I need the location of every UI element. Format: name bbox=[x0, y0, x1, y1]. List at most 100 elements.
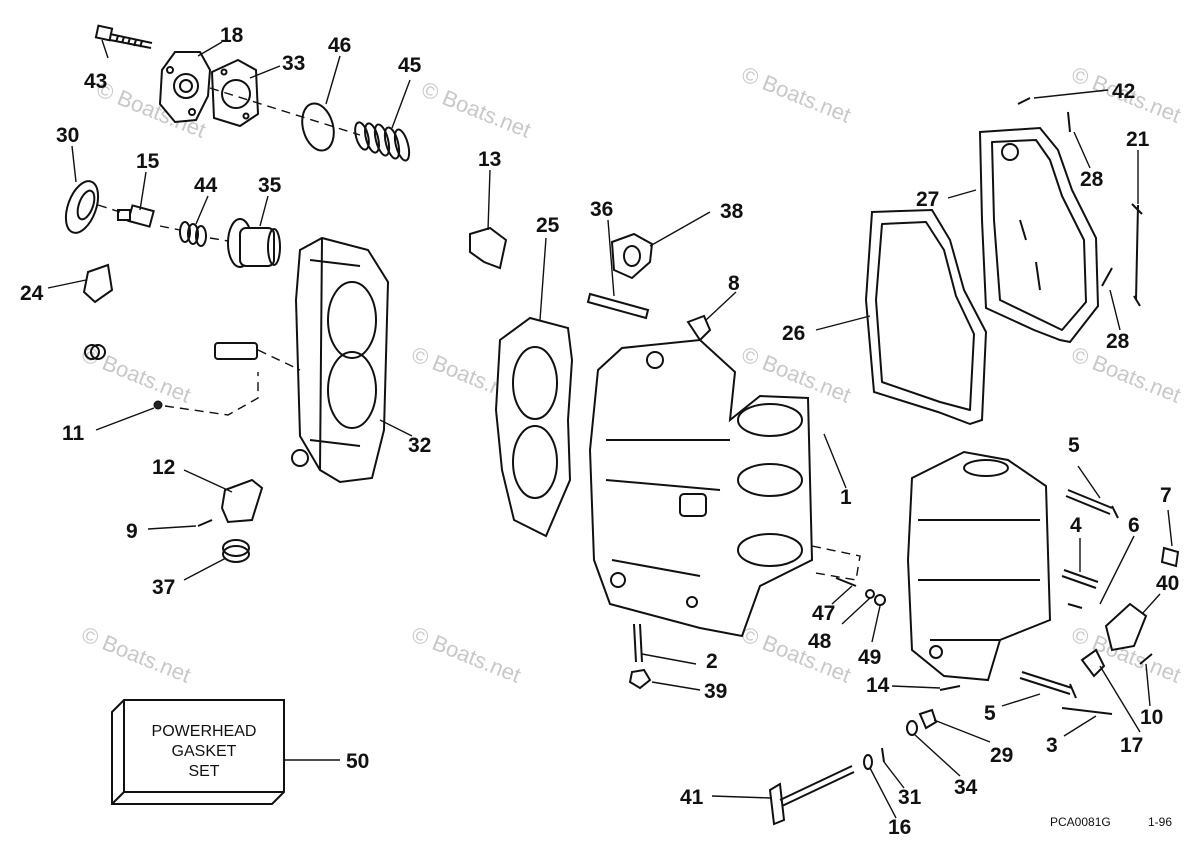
callout-2: 2 bbox=[706, 650, 718, 673]
spring-44-drawing bbox=[179, 221, 207, 247]
spring-45-drawing bbox=[354, 121, 411, 162]
bolt-4-drawing bbox=[1061, 569, 1099, 589]
callout-50: 50 bbox=[346, 750, 369, 773]
crankcase-block-drawing bbox=[588, 338, 814, 638]
callout-4: 4 bbox=[1070, 514, 1082, 537]
callout-26: 26 bbox=[782, 322, 805, 345]
callout-32: 32 bbox=[408, 434, 431, 457]
callout-49: 49 bbox=[858, 646, 881, 669]
watermark: © Boats.net bbox=[738, 61, 854, 127]
callout-1: 1 bbox=[840, 486, 852, 509]
grommet-37-drawing bbox=[222, 539, 250, 563]
diagram-date: 1-96 bbox=[1148, 815, 1172, 829]
stud-2-drawing bbox=[633, 623, 643, 663]
link-17-drawing bbox=[1080, 648, 1106, 678]
callout-8: 8 bbox=[728, 272, 740, 295]
callout-5: 5 bbox=[1068, 434, 1080, 457]
bolt-5-drawing bbox=[1019, 671, 1077, 699]
seal-30-drawing bbox=[64, 180, 100, 234]
callout-21: 21 bbox=[1126, 128, 1150, 151]
callout-46: 46 bbox=[328, 34, 351, 57]
gasket-set-line: GASKET bbox=[172, 743, 237, 760]
callout-12: 12 bbox=[152, 456, 175, 479]
gasket-33-drawing bbox=[210, 58, 260, 128]
callout-15: 15 bbox=[136, 150, 160, 173]
callout-36: 36 bbox=[590, 198, 613, 221]
nut-39-drawing bbox=[628, 668, 652, 690]
bracket-13-drawing bbox=[469, 226, 508, 270]
fitting-14-drawing bbox=[939, 685, 961, 691]
housing-35-drawing bbox=[227, 218, 281, 268]
callout-31: 31 bbox=[898, 786, 922, 809]
lever-41-drawing bbox=[768, 765, 855, 826]
bracket-12-drawing bbox=[220, 478, 264, 524]
valve-15-drawing bbox=[117, 204, 155, 228]
screw-47-drawing bbox=[835, 577, 857, 587]
washer-16-drawing bbox=[863, 754, 873, 770]
callout-39: 39 bbox=[704, 680, 727, 703]
screw-9-drawing bbox=[197, 519, 213, 527]
washer-34-drawing bbox=[906, 720, 918, 736]
callout-28: 28 bbox=[1080, 168, 1104, 191]
pin-36-drawing bbox=[586, 292, 650, 320]
callout-labels: 43 18 33 46 45 30 15 44 35 24 11 32 12 9… bbox=[20, 24, 1179, 839]
elbow-8-drawing bbox=[686, 314, 712, 342]
callout-6: 6 bbox=[1128, 514, 1140, 537]
watermark: © Boats.net bbox=[78, 341, 194, 407]
bolt-43-drawing bbox=[94, 24, 153, 49]
fitting-38-drawing bbox=[610, 232, 654, 280]
spark-plug-20-drawing bbox=[84, 342, 258, 360]
diagram-footer: PCA0081G 1-96 bbox=[1050, 815, 1172, 829]
callout-13: 13 bbox=[478, 148, 501, 171]
watermark: © Boats.net bbox=[418, 76, 534, 142]
screw-11-drawing bbox=[153, 400, 163, 410]
callout-9: 9 bbox=[126, 520, 138, 543]
callout-17: 17 bbox=[1120, 734, 1143, 757]
callout-7: 7 bbox=[1160, 484, 1172, 507]
callout-25: 25 bbox=[536, 214, 560, 237]
callout-24: 24 bbox=[20, 282, 44, 305]
head-gasket-25-drawing bbox=[494, 316, 574, 538]
callout-5: 5 bbox=[984, 702, 996, 725]
screw-28-drawing bbox=[1067, 111, 1071, 133]
powerhead-gasket-set-box: POWERHEAD GASKET SET 50 bbox=[111, 699, 369, 805]
gasket-set-line: POWERHEAD bbox=[152, 723, 257, 740]
callout-30: 30 bbox=[56, 124, 79, 147]
clip-24-drawing bbox=[82, 263, 114, 304]
callout-34: 34 bbox=[954, 776, 978, 799]
callout-18: 18 bbox=[220, 24, 244, 47]
callout-47: 47 bbox=[812, 602, 835, 625]
pin-3-drawing bbox=[1061, 707, 1113, 715]
screw-10-drawing bbox=[1139, 653, 1153, 665]
callout-45: 45 bbox=[398, 54, 422, 77]
part-drawings bbox=[64, 24, 1180, 826]
cylinder-head-32-drawing bbox=[291, 236, 390, 484]
callout-27: 27 bbox=[916, 188, 939, 211]
callout-35: 35 bbox=[258, 174, 282, 197]
callout-3: 3 bbox=[1046, 734, 1058, 757]
callout-43: 43 bbox=[84, 70, 107, 93]
callout-37: 37 bbox=[152, 576, 175, 599]
callout-11: 11 bbox=[62, 422, 85, 445]
leader-lines bbox=[47, 39, 1173, 819]
callout-29: 29 bbox=[990, 744, 1013, 767]
callout-48: 48 bbox=[808, 630, 832, 653]
lower-crankcase-drawing bbox=[906, 450, 1052, 682]
watermark: © Boats.net bbox=[408, 621, 524, 687]
ground-wire-21-drawing bbox=[1131, 203, 1143, 307]
o-ring-46-drawing bbox=[301, 102, 335, 152]
watermark: © Boats.net bbox=[738, 621, 854, 687]
fitting-7-drawing bbox=[1160, 546, 1180, 568]
nut-49-drawing bbox=[874, 594, 886, 606]
callout-10: 10 bbox=[1140, 706, 1163, 729]
callout-28: 28 bbox=[1106, 330, 1130, 353]
washer-48-drawing bbox=[865, 589, 875, 599]
watermark: © Boats.net bbox=[78, 621, 194, 687]
screw-6-drawing bbox=[1067, 603, 1083, 609]
gasket-set-line: SET bbox=[188, 763, 219, 780]
callout-42: 42 bbox=[1112, 80, 1135, 103]
callout-40: 40 bbox=[1156, 572, 1179, 595]
callout-38: 38 bbox=[720, 200, 744, 223]
screw-28-drawing bbox=[1101, 267, 1113, 287]
